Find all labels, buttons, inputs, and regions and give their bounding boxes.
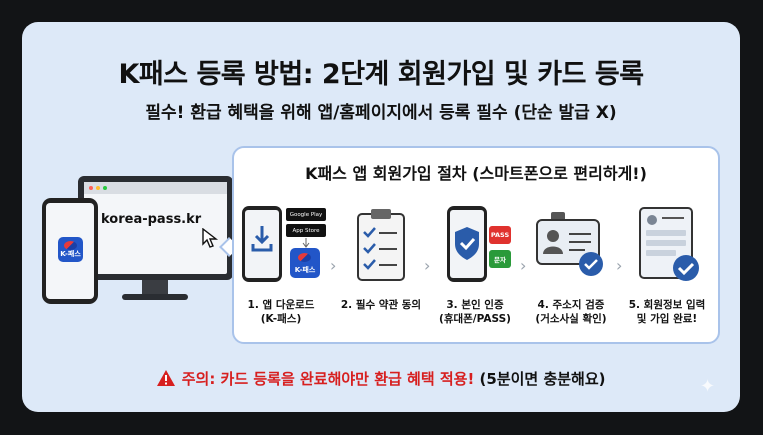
chevron-right-icon: ›: [520, 256, 527, 275]
chevron-right-icon: ›: [330, 256, 337, 275]
mini-phone: [242, 206, 282, 282]
page-title: K패스 등록 방법: 2단계 회원가입 및 카드 등록: [118, 59, 644, 90]
warning-time-note: (5분이면 충분해요): [479, 370, 606, 388]
step-5: 5. 회원정보 입력 및 가입 완료!: [622, 204, 712, 326]
google-play-badge: Google Play: [286, 208, 326, 221]
mini-phone: [447, 206, 487, 282]
phone-screen: K-패스: [46, 203, 94, 299]
browser-bar: [84, 182, 227, 194]
warning-note: 주의: 카드 등록을 완료해야만 환급 혜택 적용! (5분이면 충분해요): [22, 368, 740, 389]
page-subtitle: 필수! 환급 혜택을 위해 앱/홈페이지에서 등록 필수 (단순 발급 X): [145, 103, 617, 123]
arrow-down-icon: [302, 238, 310, 248]
sparkle-icon: ✦: [700, 376, 716, 397]
step-2: 2. 필수 약관 동의: [336, 204, 426, 312]
warning-triangle-icon: [157, 370, 176, 386]
k-pass-app-icon: K-패스: [290, 248, 320, 278]
infographic-card: K패스 등록 방법: 2단계 회원가입 및 카드 등록 필수! 환급 혜택을 위…: [22, 22, 740, 412]
desktop-monitor: korea-pass.kr: [78, 176, 233, 280]
shield-phone-icon: PASS 문자: [437, 204, 513, 290]
monitor-screen: korea-pass.kr: [84, 182, 227, 274]
signup-procedure-panel: K패스 앱 회원가입 절차 (스마트폰으로 편리하게!) Google Play…: [232, 146, 720, 344]
mouse-cursor-icon: [202, 228, 219, 248]
pass-badge: PASS: [489, 226, 511, 244]
chevron-right-icon: ›: [424, 256, 431, 275]
form-check-icon: [632, 204, 702, 290]
warning-text: 주의: 카드 등록을 완료해야만 환급 혜택 적용!: [181, 370, 475, 388]
sms-badge: 문자: [489, 250, 511, 268]
step-3: PASS 문자 3. 본인 인증 (휴대폰/PASS): [430, 204, 520, 326]
step-label: 1. 앱 다운로드 (K-패스): [247, 299, 315, 325]
k-pass-app-icon: K-패스: [58, 237, 83, 262]
website-url: korea-pass.kr: [101, 212, 202, 227]
step-label: 3. 본인 인증 (휴대폰/PASS): [439, 299, 511, 325]
step-4: 4. 주소지 검증 (거소사실 확인): [526, 204, 616, 326]
id-card-icon: [533, 204, 609, 290]
app-icon-label: K-패스: [60, 250, 81, 258]
shield-check-icon: [455, 227, 479, 260]
monitor-base: [122, 294, 188, 300]
checklist-clipboard-icon: [351, 204, 411, 290]
monitor-stand: [142, 280, 168, 296]
step-label: 5. 회원정보 입력 및 가입 완료!: [628, 299, 706, 325]
app-store-badge: App Store: [286, 224, 326, 237]
smartphone: K-패스: [42, 198, 98, 304]
chevron-right-icon: ›: [616, 256, 623, 275]
download-arrow-icon: [251, 226, 273, 252]
step-label: 2. 필수 약관 동의: [340, 299, 422, 311]
step-1: Google Play App Store K-패스 1. 앱 다운로드 (K-…: [236, 204, 326, 326]
taegeuk-logo-icon: [64, 241, 77, 250]
panel-title: K패스 앱 회원가입 절차 (스마트폰으로 편리하게!): [305, 164, 647, 183]
step-label: 4. 주소지 검증 (거소사실 확인): [535, 299, 607, 325]
download-phone-icon: Google Play App Store K-패스: [236, 204, 326, 290]
